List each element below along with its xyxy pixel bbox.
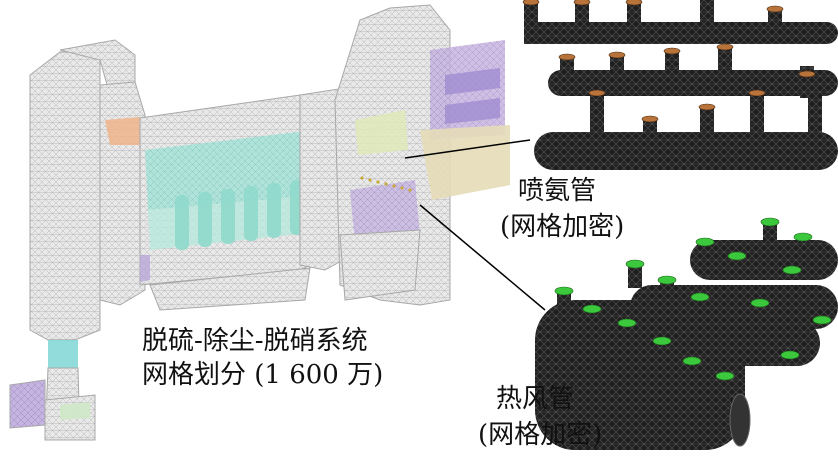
leader-line-heat bbox=[419, 204, 546, 311]
leader-line-ammonia bbox=[404, 139, 531, 159]
system-label-line1: 脱硫-除尘-脱硝系统 bbox=[142, 326, 368, 356]
inlet-orange-zone bbox=[105, 117, 145, 145]
bag-filter-housing bbox=[139, 94, 331, 311]
heat-pipe-title: 热风管 bbox=[496, 384, 575, 414]
heat-pipe-subtitle: (网格加密) bbox=[478, 420, 603, 450]
desulfurization-tower bbox=[9, 39, 136, 441]
scr-outlet-duct bbox=[420, 125, 510, 200]
system-label-line2: 网格划分 (1 600 万) bbox=[142, 360, 384, 390]
nozzle-dots bbox=[360, 176, 412, 192]
ammonia-pipe-title: 喷氨管 bbox=[518, 176, 597, 206]
scr-reactor bbox=[299, 4, 510, 306]
tower-inlet-duct bbox=[9, 379, 46, 429]
heat-pipe-mesh bbox=[535, 217, 838, 450]
tower-cyan-band bbox=[48, 340, 78, 368]
connecting-duct bbox=[99, 81, 146, 306]
ammonia-pipe-mesh bbox=[522, 0, 838, 170]
ammonia-pipe-subtitle: (网格加密) bbox=[500, 212, 625, 242]
